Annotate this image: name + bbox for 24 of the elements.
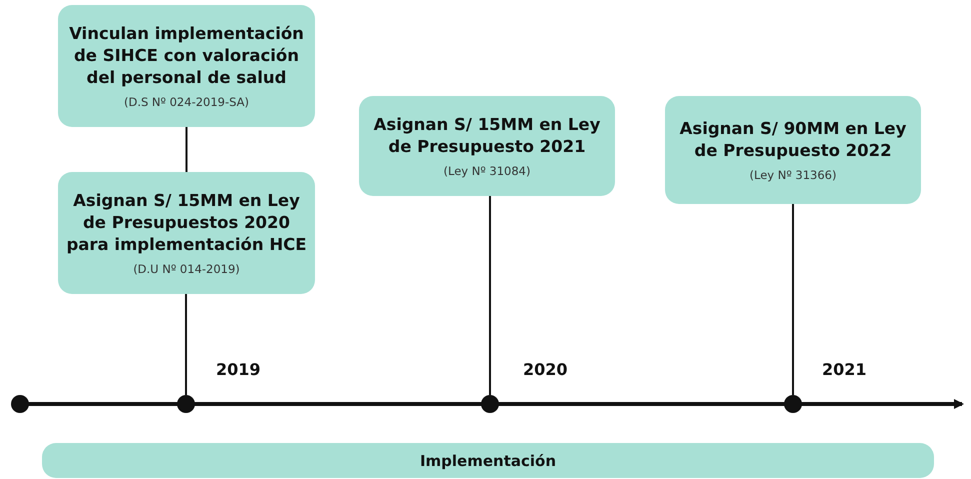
connector-line [185, 294, 187, 395]
connector-line [186, 127, 188, 172]
event-box [665, 96, 921, 204]
legal-reference: (D.U Nº 014-2019) [133, 262, 240, 276]
year-label: 2019 [216, 360, 261, 379]
year-label: 2020 [523, 360, 568, 379]
event-title: Asignan S/ 15MM en Ley de Presupuesto 2021 [372, 114, 602, 158]
connector-line [489, 196, 491, 395]
legal-reference: (Ley Nº 31366) [750, 168, 836, 182]
phase-bar [42, 443, 934, 478]
timeline-dot [177, 395, 195, 413]
timeline-dot [481, 395, 499, 413]
year-label: 2021 [822, 360, 867, 379]
event-box [359, 96, 615, 196]
event-box [58, 5, 315, 127]
event-box [58, 172, 315, 294]
event-title: Asignan S/ 90MM en Ley de Presupuesto 2022 [678, 118, 908, 162]
event-title: Vinculan implementación de SIHCE con valoración del personal de salud [68, 23, 305, 89]
legal-reference: (D.S Nº 024-2019-SA) [124, 95, 249, 109]
connector-line [792, 204, 794, 395]
timeline-dot [784, 395, 802, 413]
event-title: Implementación [420, 450, 556, 472]
event-title: Asignan S/ 15MM en Ley de Presupuestos 2020 para implementación HCE [66, 190, 307, 256]
legal-reference: (Ley Nº 31084) [444, 164, 530, 178]
